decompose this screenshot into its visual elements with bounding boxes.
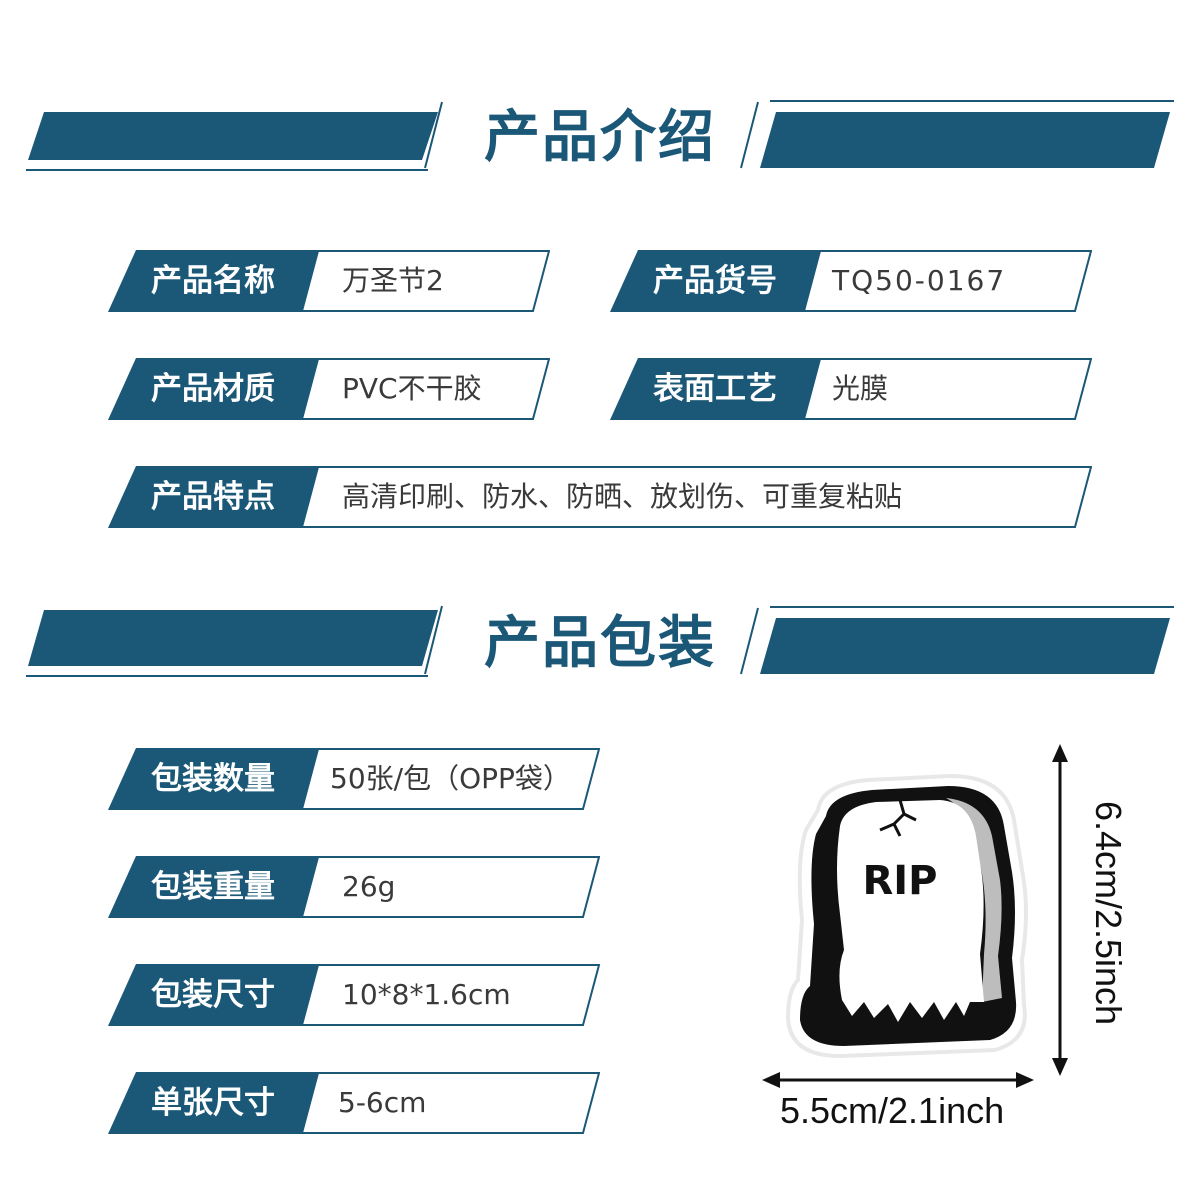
product-features-value: 高清印刷、防水、防晒、放划伤、可重复粘贴	[342, 480, 903, 513]
packaging-section-header: 产品包装	[0, 604, 1200, 684]
packaging-section-title: 产品包装	[484, 611, 716, 676]
sticker-width-label: 5.5cm/2.1inch	[780, 1090, 1005, 1131]
product-name-row: 产品名称 万圣节2	[108, 250, 550, 312]
row-frame	[108, 466, 1092, 528]
row-frame	[108, 358, 550, 420]
product-name-value: 万圣节2	[342, 264, 444, 297]
surface-process-row: 表面工艺 光膜	[610, 358, 1092, 420]
single-size-label: 单张尺寸	[151, 1085, 275, 1121]
product-features-label: 产品特点	[151, 479, 275, 515]
package-size-row: 包装尺寸 10*8*1.6cm	[108, 964, 600, 1026]
package-quantity-row: 包装数量 50张/包（OPP袋）	[108, 748, 600, 810]
tombstone-sticker: RIP	[762, 744, 1068, 1088]
package-weight-label: 包装重量	[151, 869, 275, 905]
package-weight-value: 26g	[342, 870, 396, 903]
product-features-row: 产品特点 高清印刷、防水、防晒、放划伤、可重复粘贴	[108, 466, 1092, 528]
single-size-row: 单张尺寸 5-6cm	[108, 1072, 600, 1134]
product-code-value: TQ50-0167	[832, 264, 1007, 297]
row-frame	[108, 964, 600, 1026]
intro-section-title: 产品介绍	[484, 105, 716, 170]
section-banner-decoration	[26, 605, 1174, 677]
tombstone-rip-text: RIP	[863, 858, 938, 904]
product-material-label: 产品材质	[151, 371, 275, 407]
product-material-value: PVC不干胶	[342, 372, 482, 405]
intro-section-header: 产品介绍	[0, 98, 1200, 178]
sticker-height-label: 6.4cm/2.5inch	[1088, 800, 1129, 1026]
single-size-value: 5-6cm	[338, 1086, 427, 1119]
row-frame	[108, 856, 600, 918]
package-size-value: 10*8*1.6cm	[342, 978, 511, 1011]
row-frame	[610, 358, 1092, 420]
surface-process-value: 光膜	[832, 372, 889, 405]
row-frame	[108, 1072, 600, 1134]
surface-process-label: 表面工艺	[653, 371, 777, 407]
product-material-row: 产品材质 PVC不干胶	[108, 358, 550, 420]
package-weight-row: 包装重量 26g	[108, 856, 600, 918]
width-arrow-icon	[762, 1072, 1034, 1088]
height-arrow-icon	[1052, 744, 1068, 1076]
row-frame	[108, 748, 600, 810]
product-name-label: 产品名称	[151, 263, 275, 299]
section-banner-decoration	[26, 100, 1174, 171]
package-quantity-value: 50张/包（OPP袋）	[330, 762, 571, 795]
package-quantity-label: 包装数量	[151, 761, 275, 797]
product-code-row: 产品货号 TQ50-0167	[610, 250, 1092, 312]
row-frame	[610, 250, 1092, 312]
row-frame	[108, 250, 550, 312]
product-code-label: 产品货号	[653, 263, 777, 299]
package-size-label: 包装尺寸	[151, 977, 275, 1013]
